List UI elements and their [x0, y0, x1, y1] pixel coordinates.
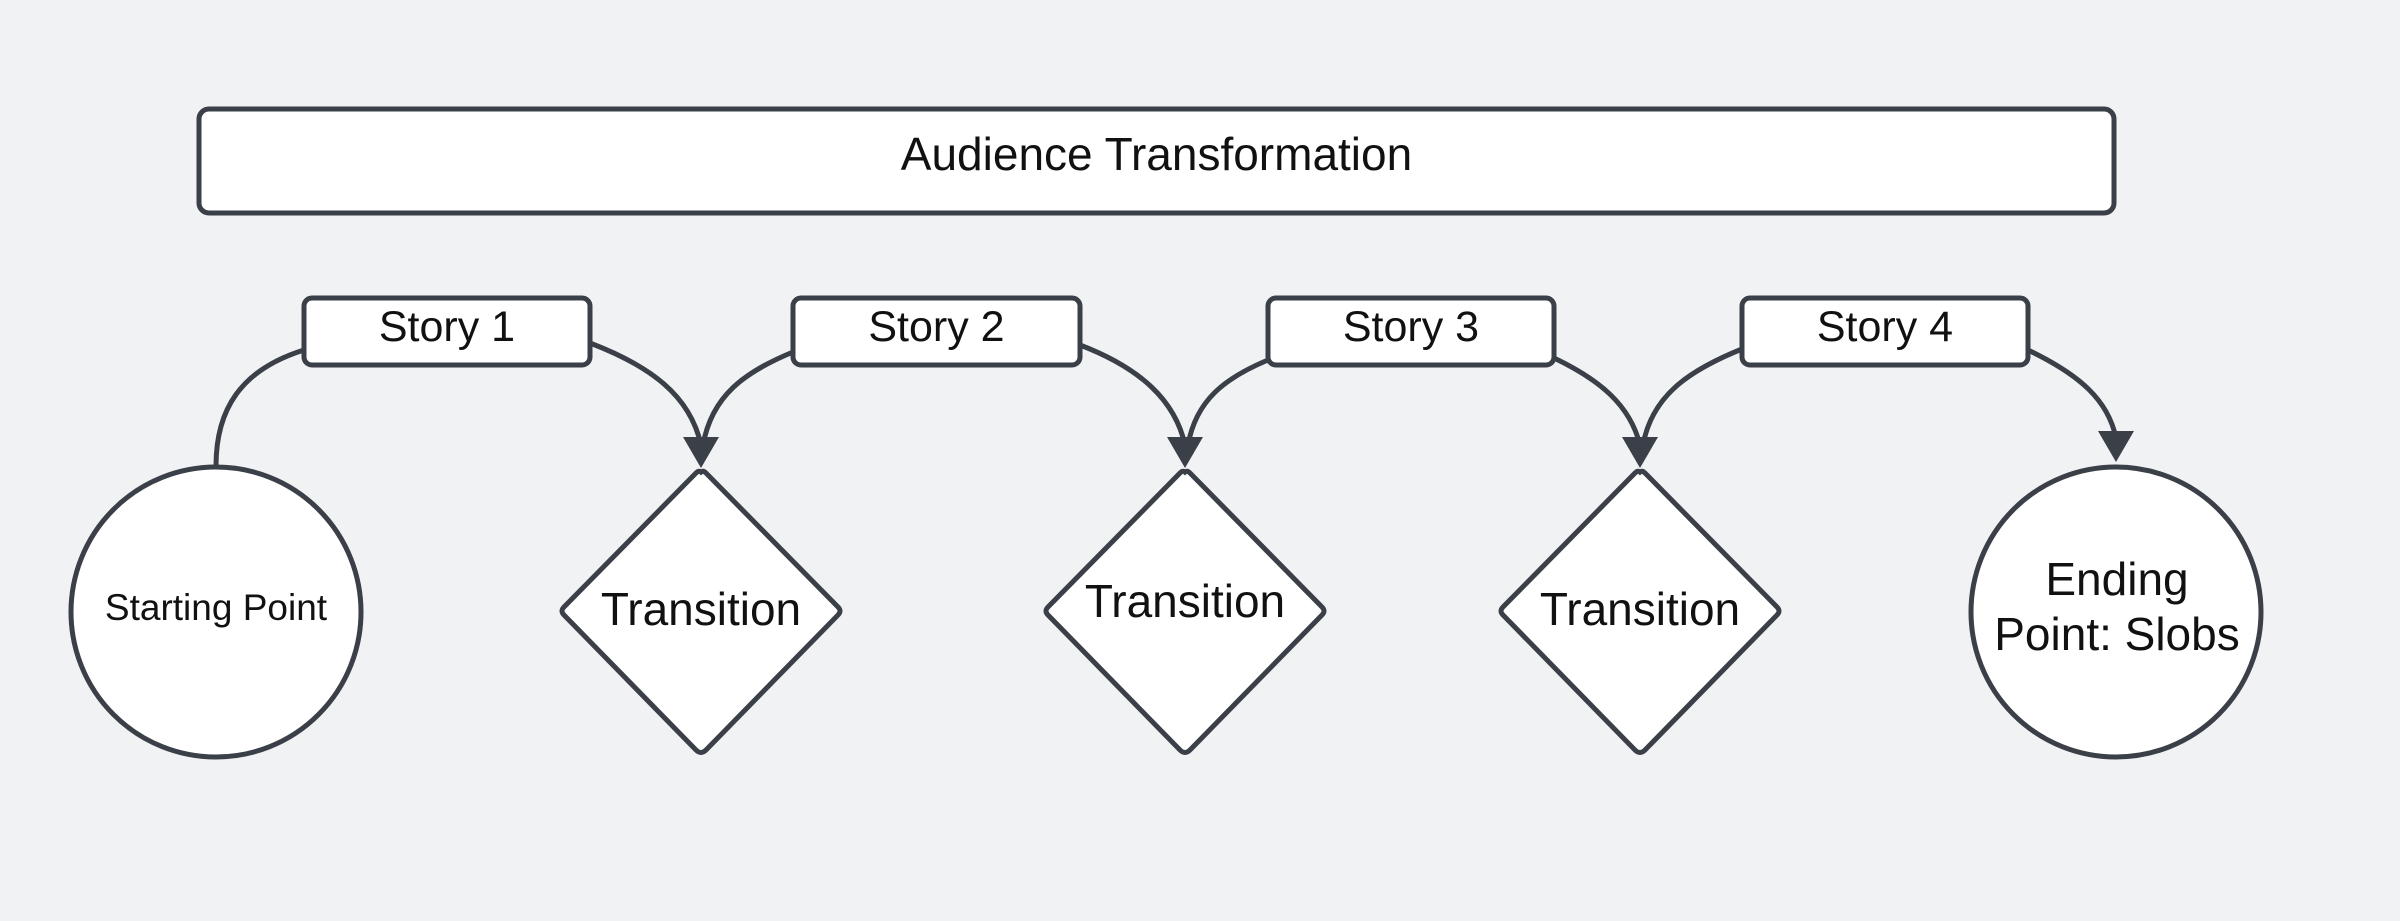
- story-1-box-shape[interactable]: [301, 295, 593, 368]
- transition-2-label: Transition: [1044, 572, 1326, 632]
- connectors: [213, 340, 2134, 468]
- story-1-label: Story 1: [304, 298, 590, 358]
- transition-2-diamond[interactable]: [1043, 468, 1327, 755]
- connector-transition-1-to-story-2[interactable]: [700, 349, 794, 446]
- diagram-title-text: Audience Transformation: [900, 128, 1413, 181]
- title-box-shape[interactable]: [196, 106, 2117, 216]
- transition-3-text: Transition: [1539, 583, 1741, 636]
- story-2-label: Story 2: [793, 298, 1080, 358]
- story-2-text: Story 2: [868, 303, 1005, 352]
- arrowhead-transition-1-left: [683, 437, 719, 468]
- connector-story-4-to-ending-point[interactable]: [2026, 347, 2119, 439]
- story-4-box-shape[interactable]: [1739, 295, 2031, 368]
- ending-point-label: Ending Point: Slobs: [1972, 548, 2262, 666]
- transition-1-label: Transition: [560, 580, 842, 640]
- diagram-title: Audience Transformation: [199, 109, 2114, 201]
- ending-point-text-line-1: Ending: [2045, 552, 2189, 605]
- connector-story-2-to-transition-2[interactable]: [1079, 342, 1188, 446]
- story-3-label: Story 3: [1268, 298, 1554, 358]
- connector-transition-3-to-story-4[interactable]: [1640, 346, 1743, 446]
- story-1-text: Story 1: [378, 303, 516, 352]
- ending-point-circle[interactable]: [1968, 464, 2264, 760]
- arrowhead-ending-point: [2098, 431, 2134, 462]
- story-3-box-shape[interactable]: [1265, 295, 1557, 368]
- starting-point-circle[interactable]: [68, 464, 364, 760]
- story-4-text: Story 4: [1816, 303, 1954, 352]
- starting-point-label: Starting Point: [71, 580, 361, 636]
- transition-2-text: Transition: [1084, 575, 1286, 628]
- connector-story-1-to-transition-1[interactable]: [589, 340, 704, 446]
- ending-point-text-line-2: Point: Slobs: [1994, 608, 2240, 660]
- connector-story-3-to-transition-3[interactable]: [1552, 355, 1643, 446]
- connector-start-to-story-1[interactable]: [213, 347, 305, 467]
- transition-1-diamond[interactable]: [559, 468, 843, 755]
- transition-3-label: Transition: [1499, 580, 1781, 640]
- story-2-box-shape[interactable]: [790, 295, 1083, 368]
- starting-point-text: Starting Point: [104, 586, 328, 628]
- arrowhead-transition-3: [1622, 437, 1658, 468]
- arrowhead-transition-2: [1167, 437, 1203, 468]
- story-3-text: Story 3: [1342, 303, 1480, 352]
- transition-3-diamond[interactable]: [1498, 468, 1782, 755]
- story-4-label: Story 4: [1742, 298, 2028, 358]
- connector-transition-2-to-story-3[interactable]: [1185, 357, 1269, 446]
- transition-1-text: Transition: [600, 583, 802, 636]
